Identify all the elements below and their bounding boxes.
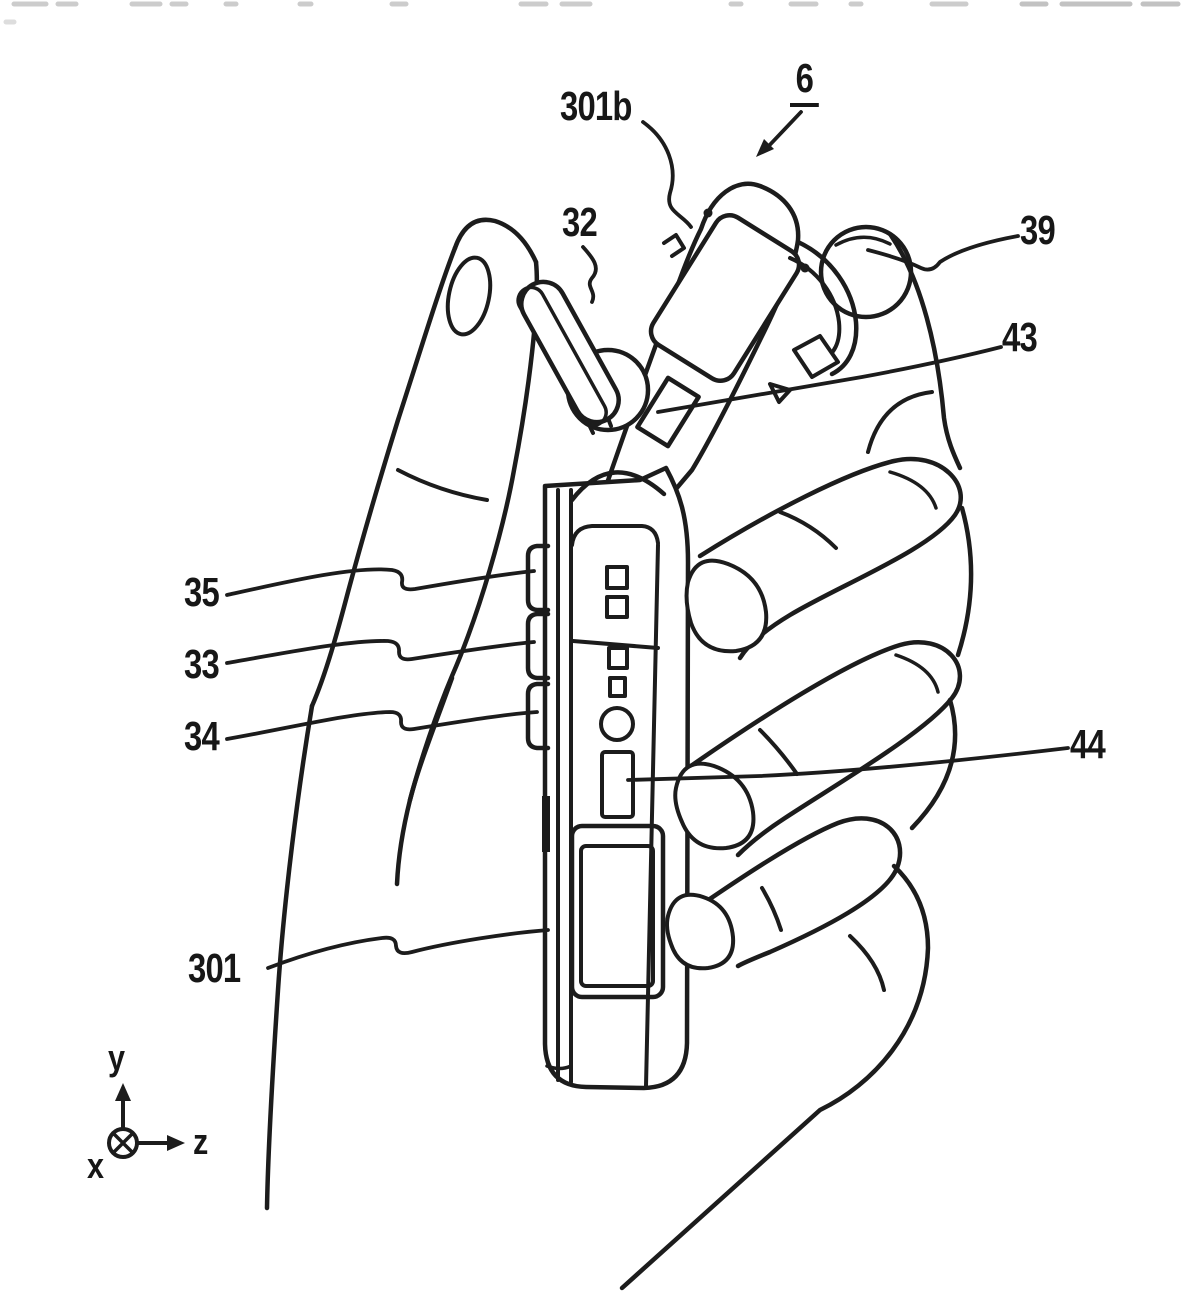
side-button-34	[525, 681, 551, 751]
ref-label-33: 33	[184, 641, 220, 687]
y-axis-arrowhead	[115, 1083, 131, 1101]
ref-label-6: 6	[790, 58, 819, 107]
ref-label-301b: 301b	[560, 83, 632, 129]
leader-301b	[641, 120, 693, 229]
ref-label-44: 44	[1070, 721, 1106, 767]
middle-fingertip-nail	[684, 558, 769, 654]
face-button-square	[608, 676, 627, 698]
ref-label-34: 34	[184, 713, 220, 759]
leader-43	[656, 345, 1003, 414]
face-button-square	[605, 595, 629, 619]
ref-label-43: 43	[1002, 314, 1038, 360]
leader-35	[225, 567, 536, 597]
side-buttons[interactable]	[525, 543, 551, 751]
side-button-33	[525, 611, 551, 681]
face-button-square	[605, 565, 629, 590]
leader-32	[581, 245, 598, 304]
ref-label-32: 32	[562, 199, 598, 245]
leader-33	[225, 639, 536, 665]
arrow-6-shaft	[762, 110, 803, 153]
top-section-panel	[648, 213, 802, 383]
hand-thumb-and-palm	[264, 217, 540, 1211]
side-button-35	[525, 543, 551, 613]
pinky-fingertip-nail	[665, 892, 736, 971]
axis-label-y: y	[108, 1037, 126, 1078]
scan-noise-artifacts	[3, 1, 1181, 25]
leader-301	[266, 928, 550, 970]
ring-fingertip-nail	[673, 761, 756, 851]
face-button-square	[607, 646, 629, 670]
leader-34	[225, 710, 539, 741]
axis-indicator	[107, 1083, 185, 1159]
leader-39	[866, 234, 1020, 272]
axis-label-x: x	[87, 1145, 105, 1186]
rail-slot	[542, 796, 550, 852]
button-44	[600, 750, 635, 819]
controller-top-section	[601, 181, 810, 502]
arrow-6-head	[756, 139, 774, 157]
leader-lines	[225, 110, 1070, 970]
z-axis-arrowhead	[167, 1135, 185, 1151]
strap-piece	[768, 239, 859, 404]
screw-dot	[703, 208, 713, 218]
ref-label-301: 301	[188, 945, 241, 991]
analog-stick[interactable]	[513, 274, 651, 435]
face-button-round	[599, 706, 635, 742]
ref-label-35: 35	[184, 569, 220, 615]
bottom-window	[569, 823, 666, 1000]
hand-fingers	[619, 224, 974, 1291]
face-buttons[interactable]	[599, 565, 635, 819]
leader-44	[626, 746, 1070, 782]
ref-label-39: 39	[1020, 207, 1056, 253]
axis-label-z: z	[193, 1121, 209, 1162]
